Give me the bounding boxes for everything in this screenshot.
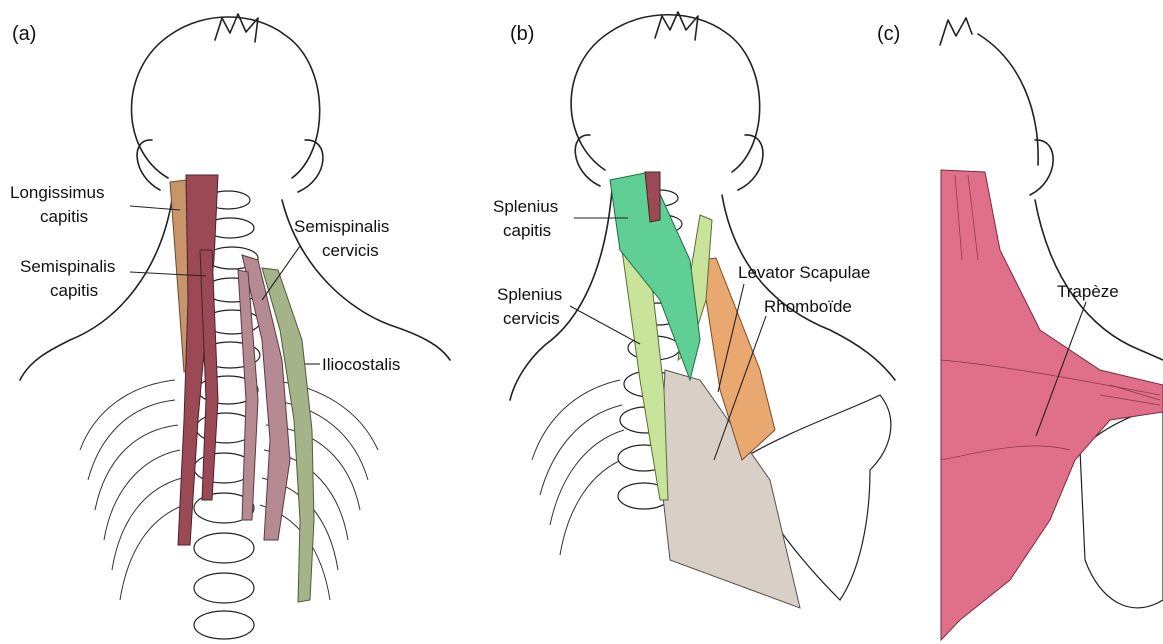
panel-b-hair (655, 12, 698, 40)
panel-b-ribs (532, 380, 626, 555)
panel-a-tag: (a) (12, 23, 36, 45)
panel-c-tag: (c) (877, 23, 900, 45)
label-trapeze: Trapèze (1057, 282, 1119, 301)
label-iliocostalis: Iliocostalis (322, 355, 400, 374)
label-rhomboide: Rhomboïde (764, 297, 852, 316)
panel-a-hair (215, 14, 258, 42)
panel-b-left-ear (575, 135, 600, 186)
panel-c: (c) Trapèze (877, 18, 1163, 640)
panel-c-ear (1030, 140, 1053, 195)
panel-b: (b) (493, 12, 895, 608)
label-splenius-cervicis: Splenius cervicis (497, 285, 567, 328)
panel-a-right-ear (298, 140, 323, 192)
panel-a-head-outline (132, 17, 320, 178)
panel-c-shoulder (1035, 200, 1163, 360)
label-levator-scapulae: Levator Scapulae (738, 263, 870, 282)
label-longissimus-capitis: Longissimus capitis (10, 183, 109, 226)
panel-a: (a) (10, 14, 450, 639)
panel-c-hair (940, 18, 972, 45)
panel-b-tag: (b) (510, 23, 534, 45)
label-semispinalis-capitis: Semispinalis capitis (20, 257, 120, 300)
panel-b-head-outline (571, 15, 760, 172)
label-splenius-capitis: Splenius capitis (493, 197, 563, 240)
panel-c-head-outline (978, 34, 1038, 165)
label-semispinalis-cervicis: Semispinalis cervicis (294, 217, 394, 260)
